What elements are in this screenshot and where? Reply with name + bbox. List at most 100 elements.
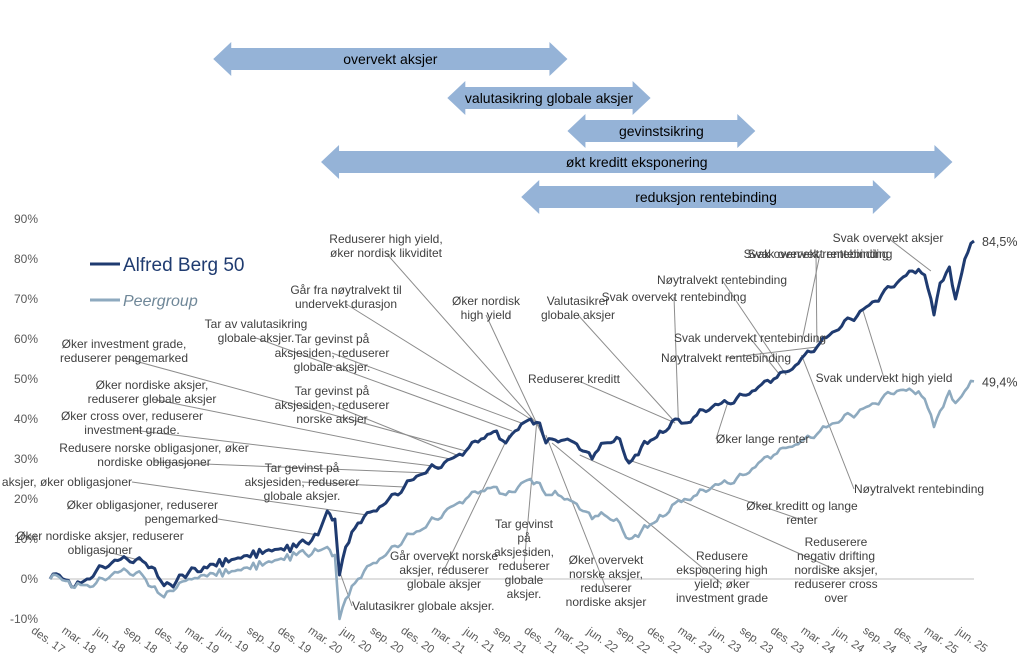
y-tick-label: 90% [14, 212, 38, 226]
legend: Alfred Berg 50 Peergroup [90, 255, 244, 310]
y-tick-label: 80% [14, 252, 38, 266]
x-tick-label: jun. 21 [461, 625, 497, 655]
series-line-peergroup [48, 379, 975, 621]
leader-line [151, 398, 451, 460]
x-tick-label: des. 17 [29, 625, 67, 656]
annotation-svak-overvekt-rentebinding: Svak overvekt rentebinding [744, 247, 889, 261]
x-tick-label: jun. 19 [214, 625, 250, 655]
leader-line [749, 337, 781, 376]
y-tick-label: 40% [14, 412, 38, 426]
x-tick-label: mar. 18 [59, 625, 97, 657]
leader-line [123, 357, 466, 452]
annotation-valutasikrer-globale-aksjer: Valutasikrer globale aksjer. [352, 599, 495, 613]
leader-line [579, 454, 837, 571]
x-tick-label: mar. 21 [429, 625, 467, 657]
leader-line [331, 352, 522, 424]
annotation-leaders [99, 237, 932, 607]
leader-line [577, 314, 673, 420]
arrow-kt-kreditt-eksponering [321, 145, 953, 179]
x-tick-label: mar. 19 [183, 625, 221, 657]
x-tick-label: mar. 25 [922, 625, 960, 657]
x-tick-label: jun. 24 [830, 625, 866, 656]
leader-line [573, 378, 676, 424]
x-tick-label: jun. 22 [584, 625, 620, 655]
leader-line [815, 253, 818, 344]
leader-line [887, 237, 932, 272]
x-tick-label: mar. 24 [799, 625, 838, 657]
annotation-redusere-aksjer-ker-obligasjoner: Redusere aksjer, øker obligasjoner [0, 475, 132, 489]
x-tick-label: sep. 19 [244, 625, 282, 656]
x-tick-label: jun. 23 [707, 625, 743, 655]
x-tick-label: des. 20 [398, 625, 436, 656]
x-tick-label: des. 24 [891, 625, 929, 657]
leader-line [721, 279, 787, 376]
x-tick-label: des. 23 [768, 625, 806, 656]
leader-line [801, 354, 855, 490]
y-tick-label: 50% [14, 372, 38, 386]
leader-line [217, 518, 319, 536]
leader-line [443, 434, 510, 571]
y-tick-label: 60% [14, 332, 38, 346]
arrow-valutasikring-globale-aksjer [447, 81, 651, 115]
annotation-n-ytralvekt-rentebinding: Nøytralvekt rentebinding [657, 273, 787, 287]
leader-line [801, 253, 821, 344]
x-tick-label: mar. 22 [552, 625, 590, 657]
arrow-label-reduksjon-rentebinding: reduksjon rentebinding [635, 189, 777, 205]
annotation-svak-overvekt-rentebinding: Svak overvekt rentebinding [748, 247, 893, 261]
x-tick-label: jun. 18 [91, 625, 127, 655]
arrow-label-gevinstsikring: gevinstsikring [619, 123, 704, 139]
leader-line [131, 429, 442, 468]
annotation-ker-nordiske-aksjer: Øker nordiske aksjer,reduserer globale a… [88, 378, 217, 406]
x-tick-label: jun. 25 [953, 625, 989, 655]
x-tick-label: mar. 23 [675, 625, 713, 657]
y-tick-label: -10% [10, 612, 38, 626]
leader-line [673, 296, 679, 420]
x-tick-label: sep. 20 [368, 625, 406, 656]
leader-line [625, 458, 803, 521]
leader-line [255, 337, 513, 432]
annotation-svak-undervekt-high-yield: Svak undervekt high yield [816, 371, 953, 385]
leader-line [301, 481, 405, 488]
annotation-reduserer-high-yield: Reduserer high yield,øker nordisk likvid… [329, 232, 442, 260]
series-line-alfred-berg-50 [48, 239, 975, 589]
y-tick-label: 30% [14, 452, 38, 466]
x-tick-label: jun. 20 [337, 625, 373, 655]
x-tick-label: des. 19 [275, 625, 313, 656]
leader-line [523, 422, 538, 567]
end-value-peergroup: 49,4% [982, 375, 1017, 389]
arrow-reduksjon-rentebinding [521, 180, 891, 214]
annotation-ker-investment-grade: Øker investment grade,reduserer pengemar… [60, 337, 188, 365]
leader-line [131, 481, 368, 516]
y-tick-label: 70% [14, 292, 38, 306]
arrow-overvekt-aksjer [213, 42, 568, 76]
y-tick-label: 10% [14, 532, 38, 546]
series-lines: 84,5%49,4% [48, 235, 1017, 621]
legend-label-peergroup: Peergroup [123, 293, 198, 310]
x-tick-label: des. 22 [645, 625, 683, 656]
leader-line [862, 310, 885, 379]
annotation-svak-overvekt-rentebinding: Svak overvekt rentebinding [602, 290, 747, 304]
leader-line [385, 252, 541, 428]
x-tick-label: sep. 22 [614, 625, 652, 656]
y-tick-label: 0% [21, 572, 39, 586]
x-tick-label: mar. 20 [306, 625, 344, 657]
leader-line [725, 346, 817, 359]
arrow-label-overvekt-aksjer: overvekt aksjer [343, 51, 437, 67]
x-tick-label: des. 18 [152, 625, 190, 656]
leader-line [551, 442, 723, 585]
leader-line [331, 404, 457, 456]
leader-line [715, 402, 729, 440]
